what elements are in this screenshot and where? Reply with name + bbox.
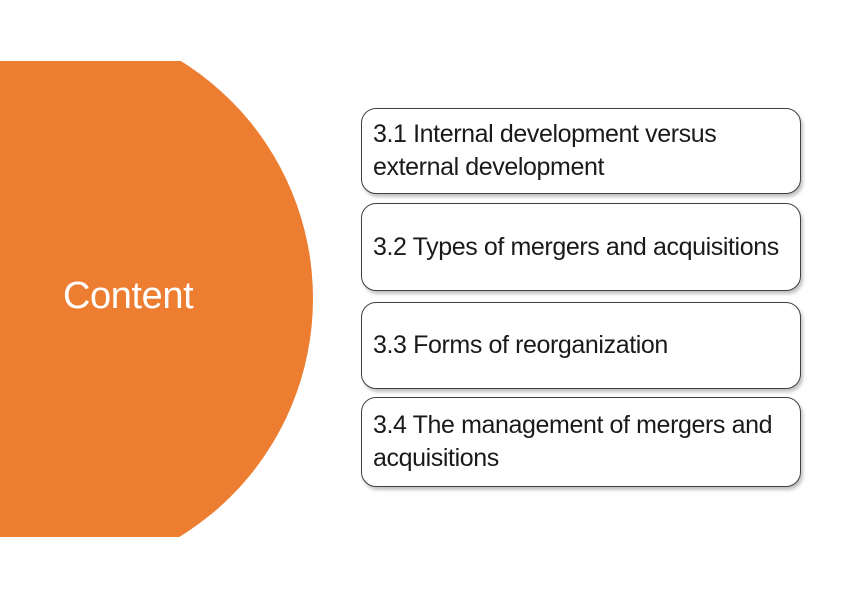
slide-title: Content xyxy=(63,275,194,317)
topic-label: 3.2 Types of mergers and acquisitions xyxy=(373,232,779,261)
topic-box-3-2: 3.2 Types of mergers and acquisitions xyxy=(361,203,801,291)
topic-label: 3.3 Forms of reorganization xyxy=(373,331,668,359)
topic-label: 3.4 The management of mergers and acquis… xyxy=(373,411,773,472)
topic-box-3-4: 3.4 The management of mergers and acquis… xyxy=(361,397,801,487)
topic-box-3-3: 3.3 Forms of reorganization xyxy=(361,302,801,389)
topic-box-3-1: 3.1 Internal development versus external… xyxy=(361,108,801,194)
topic-label: 3.1 Internal development versus external… xyxy=(373,120,717,181)
